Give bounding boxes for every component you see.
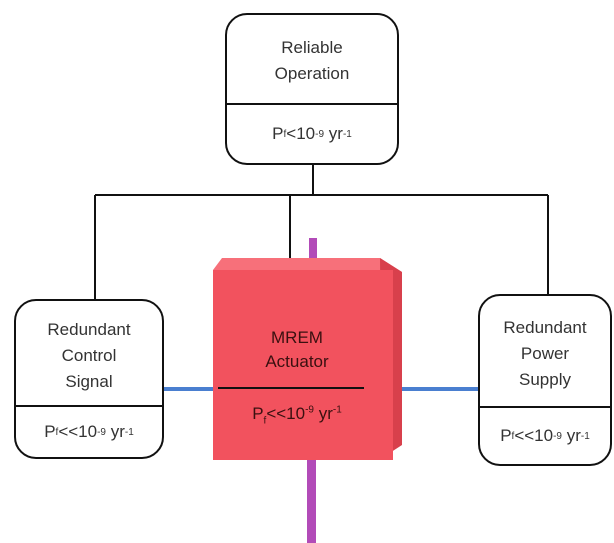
prob-num: 10: [78, 422, 98, 441]
prob-rel: <<: [58, 422, 79, 441]
prob-rel: <<: [266, 404, 287, 423]
prob-unit-exp: -1: [342, 128, 352, 140]
prob-sub: f: [55, 426, 59, 438]
prob-unit: yr: [110, 422, 125, 441]
prob-sub: f: [511, 430, 515, 442]
prob-sub: f: [283, 128, 287, 140]
prob-base: P: [500, 426, 512, 445]
prob-rel: <<: [514, 426, 535, 445]
prob-unit-exp: -1: [332, 404, 342, 416]
prob-unit: yr: [318, 404, 333, 423]
prob-rel: <: [286, 124, 297, 143]
actuator-shaft-bottom: [307, 455, 316, 543]
actuator-probability: Pf<<10-9 yr-1: [212, 404, 382, 426]
prob-exp: -9: [315, 128, 325, 140]
control-signal-title: Redundant Control Signal: [47, 320, 131, 391]
prob-exp: -9: [553, 430, 562, 442]
reliable-operation-title: Reliable Operation: [274, 38, 350, 83]
prob-num: 10: [296, 124, 316, 143]
prob-base: P: [44, 422, 56, 441]
actuator-title: MREM Actuator: [265, 328, 329, 371]
prob-unit: yr: [328, 124, 343, 143]
tree-connectors: [94, 163, 549, 302]
prob-sub: f: [263, 415, 267, 427]
prob-unit-exp: -1: [580, 430, 590, 442]
power-supply-title: Redundant Power Supply: [503, 318, 587, 389]
actuator-shaft-top: [309, 238, 317, 268]
prob-num: 10: [286, 404, 306, 423]
actuator-top-face: [213, 258, 402, 272]
prob-base: P: [252, 404, 264, 423]
prob-unit-exp: -1: [124, 426, 134, 438]
prob-exp: -9: [305, 404, 314, 416]
prob-unit: yr: [566, 426, 581, 445]
actuator-front-face: [213, 270, 393, 460]
prob-num: 10: [534, 426, 554, 445]
actuator-block: [213, 258, 402, 460]
prob-exp: -9: [97, 426, 106, 438]
prob-base: P: [272, 124, 284, 143]
